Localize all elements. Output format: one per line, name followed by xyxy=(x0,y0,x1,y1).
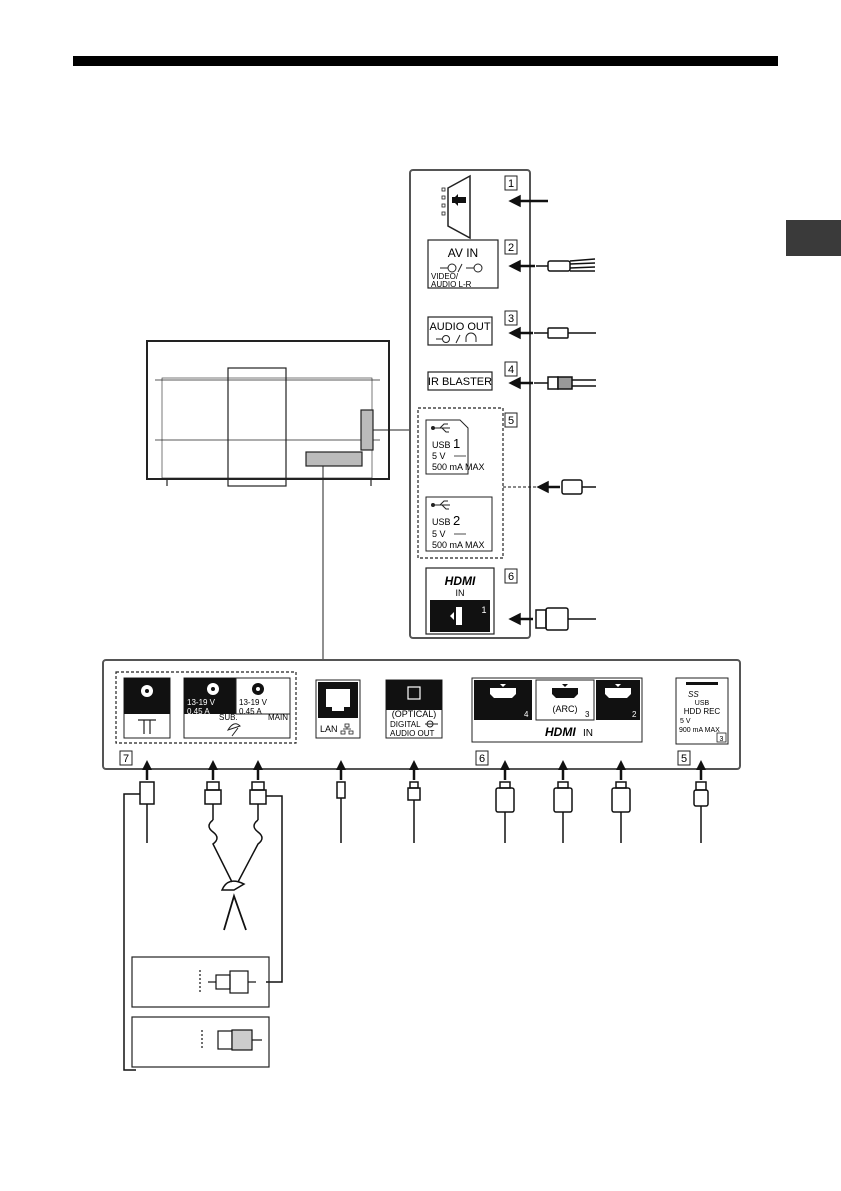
usb-group xyxy=(418,408,503,558)
hdmi-side-in: IN xyxy=(456,588,465,598)
usb1-max: 500 mA MAX xyxy=(432,462,485,472)
usb-ss-label: SS xyxy=(688,690,699,699)
usb2-label: USB xyxy=(432,517,451,527)
hdmi-bottom-in: IN xyxy=(583,728,593,739)
usb2-volt: 5 V xyxy=(432,529,446,539)
tv-back-view xyxy=(147,341,410,660)
optical-audio-out-label: AUDIO OUT xyxy=(390,729,435,738)
usb3-port-num: 3 xyxy=(720,736,724,743)
cam-slot-icon xyxy=(442,176,470,238)
side-num-1: 1 xyxy=(508,178,514,190)
av-in-icons xyxy=(440,264,482,272)
bottom-num-5: 5 xyxy=(681,753,687,765)
side-num-3: 3 xyxy=(508,313,514,325)
sat-sub-volt: 13-19 V xyxy=(187,698,216,707)
usb3-volt: 5 V xyxy=(680,718,691,725)
av-in-sub2: AUDIO L-R xyxy=(431,280,472,289)
hdmi-side-port-num: 1 xyxy=(481,605,486,615)
arc-label: (ARC) xyxy=(553,704,578,714)
side-num-4: 4 xyxy=(508,364,514,376)
side-number-boxes xyxy=(505,176,517,583)
usb1-label: USB xyxy=(432,440,451,450)
usb1-icon xyxy=(432,424,451,432)
network-icon xyxy=(341,724,353,734)
headphone-icon xyxy=(436,333,476,343)
hdmi4-num: 4 xyxy=(524,710,529,719)
optical-label: (OPTICAL) xyxy=(392,709,437,719)
audio-out-label: AUDIO OUT xyxy=(429,321,490,333)
usb1-volt: 5 V xyxy=(432,451,446,461)
side-num-5: 5 xyxy=(508,415,514,427)
f-connector-icon xyxy=(200,970,256,994)
av-in-label: AV IN xyxy=(448,246,478,260)
antenna-symbol xyxy=(138,720,156,734)
bottom-number-boxes xyxy=(120,751,690,765)
sat-sub-label: SUB. xyxy=(219,713,238,722)
bottom-num-7: 7 xyxy=(123,753,129,765)
hdmi-side-logo: HDMI xyxy=(445,574,476,588)
usb3-max: 900 mA MAX xyxy=(679,727,720,734)
bottom-num-6: 6 xyxy=(479,753,485,765)
bottom-cables xyxy=(124,760,708,1070)
digital-label: DIGITAL xyxy=(390,720,421,729)
sat-main-volt: 13-19 V xyxy=(239,698,268,707)
sat-sub-amp: 0.45 A xyxy=(187,707,210,716)
usb2-num: 2 xyxy=(453,513,460,528)
hdmi-bottom-logo: HDMI xyxy=(545,725,576,739)
side-num-2: 2 xyxy=(508,242,514,254)
usb1-num: 1 xyxy=(453,436,460,451)
side-num-6: 6 xyxy=(508,571,514,583)
satellite-dish-icon xyxy=(228,724,240,736)
usb2-max: 500 mA MAX xyxy=(432,540,485,550)
chapter-tab xyxy=(786,220,841,256)
hdmi3-num: 3 xyxy=(585,710,590,719)
hdmi2-num: 2 xyxy=(632,710,637,719)
sat-main-label: MAIN xyxy=(268,713,288,722)
iec-connector-icon xyxy=(202,1030,262,1050)
hdd-rec-label: HDD REC xyxy=(684,707,721,716)
audio-out-icon xyxy=(425,721,438,727)
header-bar xyxy=(73,56,778,66)
sat-main-amp: 0.45 A xyxy=(239,707,262,716)
usb2-icon xyxy=(432,501,451,509)
ir-blaster-label: IR BLASTER xyxy=(428,376,492,388)
usb3-label: USB xyxy=(695,700,710,707)
lan-label: LAN xyxy=(320,724,338,734)
